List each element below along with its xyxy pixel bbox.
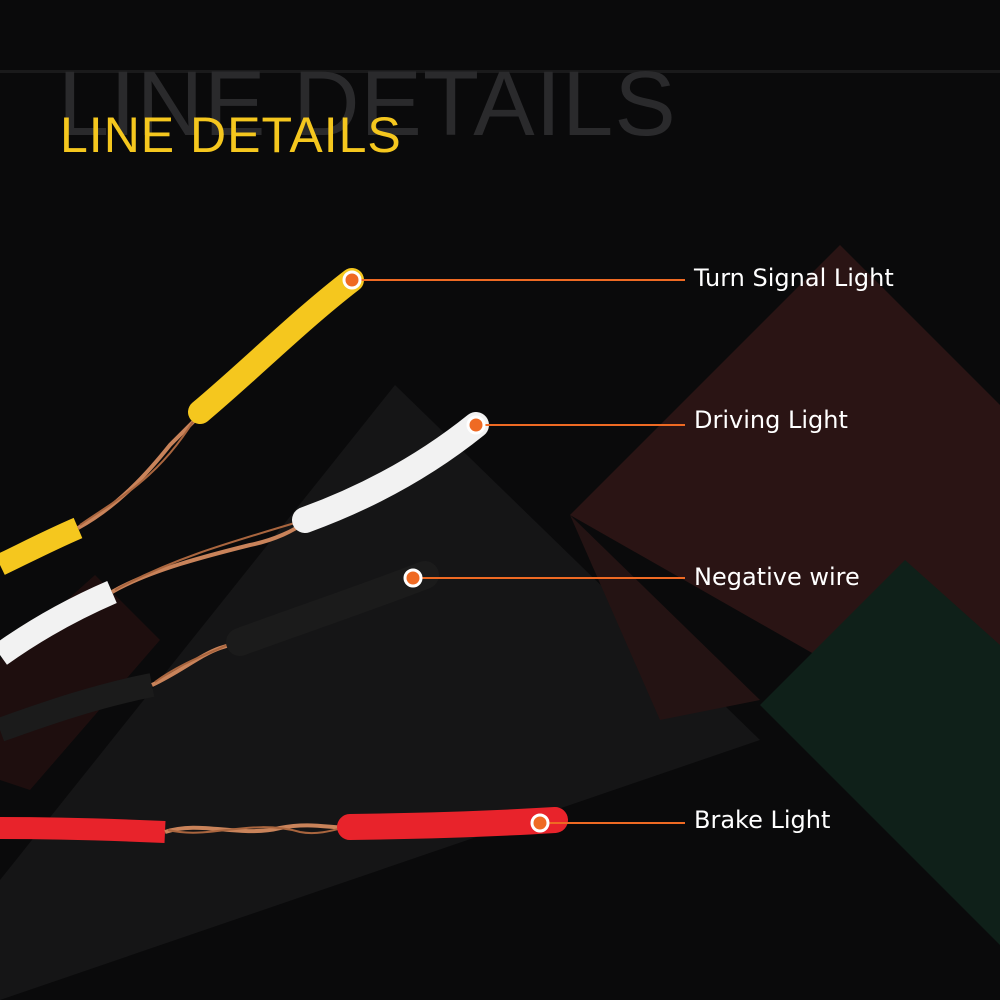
bg-red-diamond-lower [570,515,760,720]
black-wire-lower-sleeve [0,673,155,742]
red-wire-copper-strand [167,825,351,835]
label-brake-light: Brake Light [694,806,831,834]
yellow-wire-copper [77,408,207,530]
leader-dot-negative [403,568,423,588]
bg-dark-triangle [0,385,760,1000]
black-wire [0,561,439,742]
leader-dot-turn-signal [342,270,362,290]
leader-dot-brake [530,813,550,833]
red-wire-lower-sleeve [0,817,166,843]
label-negative-wire: Negative wire [694,563,860,591]
callout-leaders [342,270,685,833]
bg-top-line [0,70,1000,73]
label-driving-light: Driving Light [694,406,848,434]
yellow-wire-upper-sleeve [188,268,364,424]
yellow-wire-lower-sleeve [0,517,83,575]
white-wire-copper [110,520,307,594]
yellow-wire-copper-strand [79,409,201,526]
white-wire-copper-strand [114,519,306,591]
white-wire-upper-sleeve [292,412,489,533]
white-wire [0,412,489,665]
red-wire-copper [164,823,351,834]
label-turn-signal-light: Turn Signal Light [694,264,894,292]
bg-green-diamond [760,560,1000,945]
background-shapes [0,70,1000,1000]
leader-dot-driving [466,415,486,435]
yellow-wire [0,268,364,575]
page-title: LINE DETAILS [60,107,402,163]
black-wire-upper-sleeve [226,561,439,656]
white-wire-lower-sleeve [0,580,117,665]
red-wire-upper-sleeve [337,807,568,840]
title-shadow: LINE DETAILS [58,53,677,155]
